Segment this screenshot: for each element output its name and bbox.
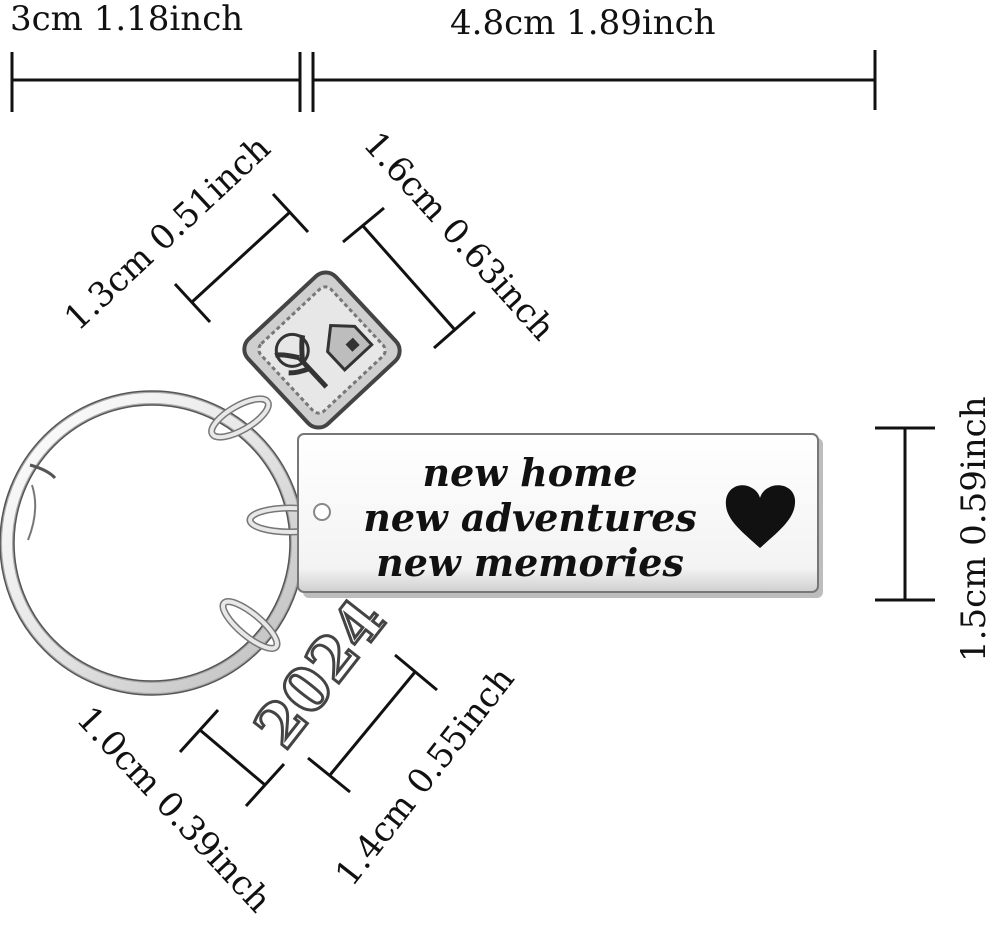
ring-width-dimension: 3cm 1.18inch xyxy=(10,0,302,112)
year-charm-width-dimension: 1.0cm 0.39inch xyxy=(68,699,286,921)
tag-line-1: new home xyxy=(422,450,637,495)
tag-height-dimension: 1.5cm 0.59inch xyxy=(875,396,993,662)
year-charm: 2024 xyxy=(240,585,401,763)
year-charm-label: 2024 xyxy=(242,587,400,762)
house-charm-height-label: 1.6cm 0.63inch xyxy=(355,124,562,348)
engraved-tag: new home new adventures new memories xyxy=(297,433,823,598)
house-charm-height-dimension: 1.6cm 0.63inch xyxy=(342,124,563,350)
year-charm-height-label: 1.4cm 0.55inch xyxy=(328,660,523,894)
house-charm-width-dimension: 1.3cm 0.51inch xyxy=(57,128,310,339)
house-tree-icon xyxy=(242,270,402,430)
year-charm-width-label: 1.0cm 0.39inch xyxy=(68,699,278,921)
tag-line-3: new memories xyxy=(376,540,684,585)
key-ring xyxy=(0,390,305,696)
tag-width-label: 4.8cm 1.89inch xyxy=(450,3,716,43)
tag-height-label: 1.5cm 0.59inch xyxy=(954,396,993,662)
house-charm-width-label: 1.3cm 0.51inch xyxy=(57,128,279,338)
tag-width-dimension: 4.8cm 1.89inch xyxy=(311,3,877,112)
tag-line-2: new adventures xyxy=(363,495,697,540)
heart-icon xyxy=(725,485,796,548)
ring-width-label: 3cm 1.18inch xyxy=(10,0,243,39)
